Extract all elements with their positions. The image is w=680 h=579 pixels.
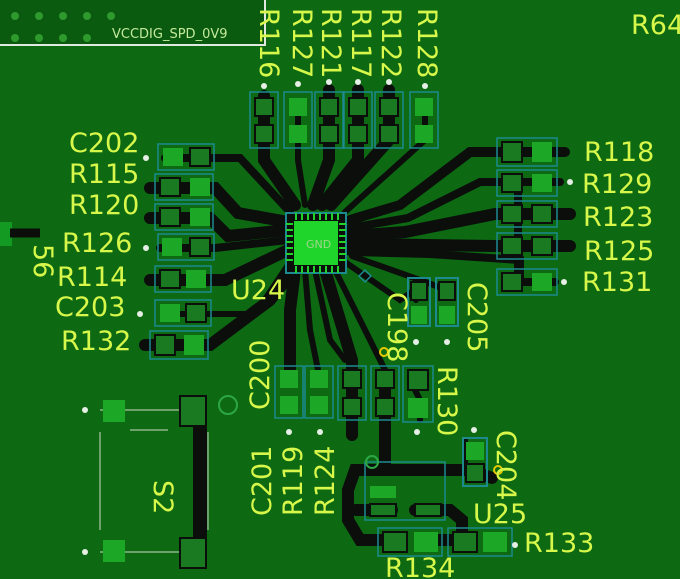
u24-gnd-label: GND — [306, 238, 331, 251]
ref-c200: C200 — [245, 340, 276, 410]
vias — [82, 79, 573, 555]
switch-s2-body — [193, 400, 207, 560]
ref-r124: R124 — [310, 446, 341, 516]
ref-r134: R134 — [385, 553, 455, 579]
ref-c202: C202 — [69, 128, 139, 159]
ref-r116: R116 — [253, 8, 284, 78]
edge-pad[interactable] — [0, 222, 12, 246]
c198-c205-pads[interactable] — [407, 277, 459, 327]
ref-r122: R122 — [375, 8, 406, 78]
marker-dot — [379, 347, 389, 357]
u24-thermal-pad[interactable] — [294, 221, 338, 265]
copper-pour-region — [0, 0, 266, 46]
switch-s2-pad-left-top[interactable] — [103, 400, 125, 422]
net-label-vccdig: VCCDIG_SPD_0V9 — [112, 27, 228, 42]
right-resistor-pads[interactable] — [501, 141, 553, 292]
top-resistor-pads[interactable] — [254, 97, 433, 144]
ref-r129: R129 — [582, 169, 652, 200]
ref-c205: C205 — [461, 282, 492, 352]
ref-c204: C204 — [490, 430, 521, 500]
ref-r131: R131 — [582, 267, 652, 298]
ref-u24: U24 — [231, 275, 285, 306]
ref-r132: R132 — [61, 326, 131, 357]
ref-r127: R127 — [286, 8, 317, 78]
ref-r128: R128 — [411, 8, 442, 78]
u24-pin1-marker — [357, 268, 373, 284]
switch-s2-pad-left-bottom[interactable] — [103, 540, 125, 562]
left-resistor-pads[interactable] — [154, 147, 211, 356]
bottom-pads[interactable] — [280, 369, 429, 418]
ref-r114: R114 — [57, 262, 127, 293]
ref-c198: C198 — [381, 292, 412, 362]
switch-s2-pad-bottom[interactable] — [179, 537, 207, 569]
ref-r126: R126 — [62, 228, 132, 259]
ref-r117: R117 — [345, 8, 376, 78]
ref-r115: R115 — [69, 159, 139, 190]
ref-r133: R133 — [524, 528, 594, 559]
marker-dot-2 — [493, 465, 503, 475]
fiducial-mark — [218, 395, 238, 415]
small-fiducial — [365, 455, 379, 469]
ref-r64: R64 — [631, 10, 680, 41]
ref-r125: R125 — [584, 236, 654, 267]
edge-fragment-label: 56 — [27, 244, 58, 278]
ref-c201: C201 — [247, 446, 278, 516]
switch-s2-pad-top[interactable] — [179, 395, 207, 427]
ref-r123: R123 — [583, 202, 653, 233]
component-outlines — [149, 91, 558, 557]
via-array — [11, 12, 115, 42]
ref-s2: S2 — [147, 480, 178, 514]
ref-r121: R121 — [315, 8, 346, 78]
ref-r120: R120 — [69, 190, 139, 221]
u24-pins — [286, 213, 346, 273]
ref-c203: C203 — [55, 292, 125, 323]
ref-u25: U25 — [473, 499, 527, 530]
ref-r119: R119 — [278, 446, 309, 516]
u25-region-pads[interactable] — [364, 437, 507, 553]
ref-r118: R118 — [584, 137, 654, 168]
ref-r130: R130 — [431, 366, 462, 436]
